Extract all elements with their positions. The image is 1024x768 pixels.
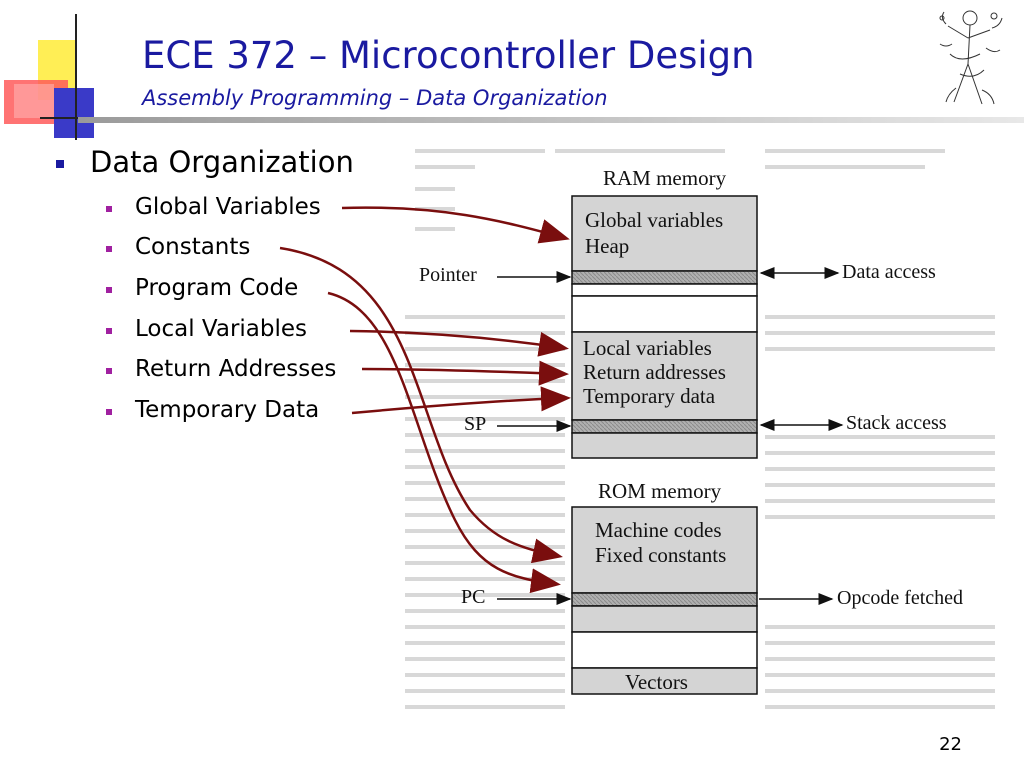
bullet-marker [106,409,112,415]
connector-program-code [327,291,561,594]
data-access-label: Data access [842,261,936,283]
ram-temporary-data-label: Temporary data [583,384,716,408]
bullet-marker [106,328,112,334]
faded-background-text [405,125,1017,735]
pointer-label: Pointer [419,264,477,286]
opcode-fetched-label: Opcode fetched [837,587,964,609]
ram-global-variables-label: Global variables [585,208,724,232]
slide-subtitle: Assembly Programming – Data Organization [142,86,608,110]
ram-memory-block [571,195,758,459]
list-item-program-code: Program Code [135,275,299,301]
connector-local-variables [349,329,569,357]
header-rule [78,117,1024,123]
stack-access-label: Stack access [846,412,947,434]
bullet-marker [106,246,112,252]
heading-data-organization: Data Organization [90,145,354,179]
list-item-return-addresses: Return Addresses [135,356,337,382]
ram-heap-label: Heap [585,234,630,258]
rom-vectors-label: Vectors [625,670,688,694]
connector-return-addresses [361,360,569,386]
list-item-global-variables: Global Variables [135,194,321,220]
rom-memory-title: ROM memory [598,479,722,503]
sketch-figure-icon [930,4,1010,116]
connector-temporary-data [351,386,571,415]
bullet-marker [56,160,64,168]
connector-constants [279,246,563,564]
bullet-marker [106,206,112,212]
ram-return-addresses-label: Return addresses [583,360,726,384]
list-item-temporary-data: Temporary Data [135,397,320,423]
slide-title: ECE 372 – Microcontroller Design [142,34,755,77]
rom-machine-codes-label: Machine codes [595,518,722,542]
ram-memory-title: RAM memory [603,166,727,190]
pc-label: PC [461,586,486,608]
connector-global-variables [341,206,570,244]
ram-local-variables-label: Local variables [583,336,712,360]
bullet-marker [106,287,112,293]
list-item-local-variables: Local Variables [135,316,308,342]
list-item-constants: Constants [135,234,251,260]
bullet-marker [106,368,112,374]
rom-memory-block [571,506,758,695]
sp-label: SP [464,413,487,435]
rom-fixed-constants-label: Fixed constants [595,543,727,567]
page-number: 22 [939,734,962,755]
